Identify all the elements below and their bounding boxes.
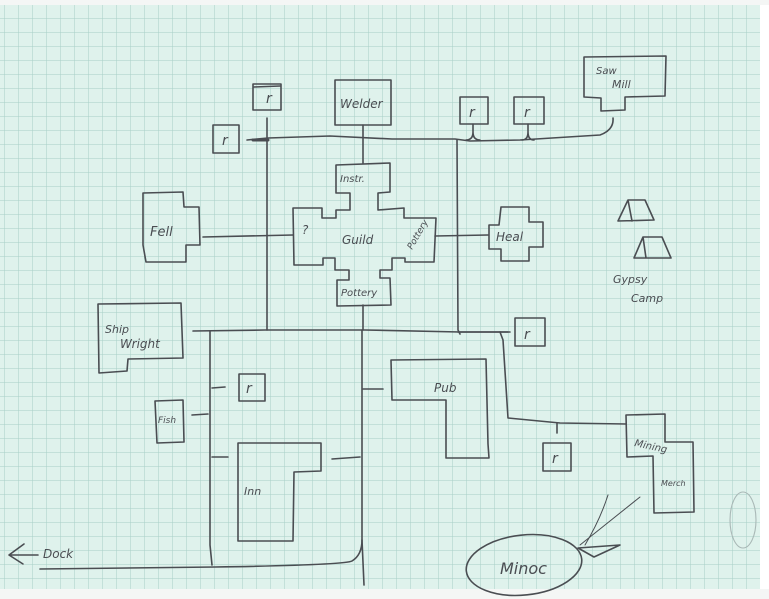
minoc-oval (465, 533, 583, 597)
north-road (246, 117, 614, 142)
graph-paper (0, 5, 760, 589)
label-unknown: ? (302, 223, 309, 237)
label-pottery-bottom: Pottery (341, 288, 378, 299)
label-ship: Ship (105, 323, 129, 336)
label-r: r (469, 105, 476, 121)
label-r: r (552, 451, 559, 467)
label-minoc-title: Minoc (500, 559, 547, 578)
label-mining-sub: Merch (661, 479, 686, 488)
building-inn[interactable] (237, 442, 322, 542)
label-gypsy: Gypsy (613, 273, 648, 286)
label-r: r (246, 381, 253, 397)
label-r: r (524, 327, 531, 343)
label-dock: Dock (43, 547, 74, 561)
building-shipwright[interactable] (97, 302, 184, 374)
arrow-left-icon (8, 543, 39, 565)
label-r: r (266, 91, 273, 107)
label-mill: Mill (612, 78, 631, 91)
minoc-callout (465, 494, 641, 597)
building-r-4[interactable] (513, 96, 545, 125)
label-heal: Heal (496, 230, 524, 244)
building-fish[interactable] (154, 399, 185, 444)
building-mining[interactable] (625, 413, 695, 514)
label-guild: Guild (342, 233, 374, 247)
gypsy-camp[interactable] (617, 199, 672, 259)
tent-icon (633, 236, 672, 259)
label-saw: Saw (596, 66, 617, 77)
building-welder[interactable] (334, 79, 392, 126)
building-r-5[interactable] (238, 373, 266, 402)
label-r: r (524, 105, 531, 121)
building-r-1[interactable] (252, 83, 282, 111)
south-road (39, 329, 363, 570)
tent-icon (617, 199, 655, 222)
label-r: r (222, 133, 229, 149)
label-fish: Fish (158, 416, 176, 426)
building-guild[interactable] (292, 162, 437, 307)
label-inn: Inn (244, 485, 261, 498)
paper-top-edge (0, 0, 769, 5)
dock-arrow[interactable] (8, 543, 39, 565)
buildings (97, 55, 695, 542)
building-r-3[interactable] (459, 96, 489, 125)
label-camp: Camp (631, 292, 663, 305)
paper-bottom-edge (0, 589, 769, 599)
label-wright: Wright (120, 337, 161, 351)
west-lane (209, 330, 213, 566)
building-fell[interactable] (142, 191, 201, 263)
building-r-6[interactable] (514, 317, 546, 347)
building-r-7[interactable] (542, 442, 572, 472)
building-heal[interactable] (488, 206, 544, 262)
roads (39, 117, 627, 586)
mining-road (499, 331, 627, 425)
label-pub: Pub (434, 381, 457, 395)
label-welder: Welder (340, 97, 384, 111)
margin-doodle (729, 491, 757, 549)
label-fell: Fell (150, 225, 173, 240)
building-saw-mill[interactable] (583, 55, 667, 112)
building-r-2[interactable] (212, 124, 240, 154)
building-pub[interactable] (390, 358, 490, 459)
label-instr: Instr. (340, 174, 365, 185)
